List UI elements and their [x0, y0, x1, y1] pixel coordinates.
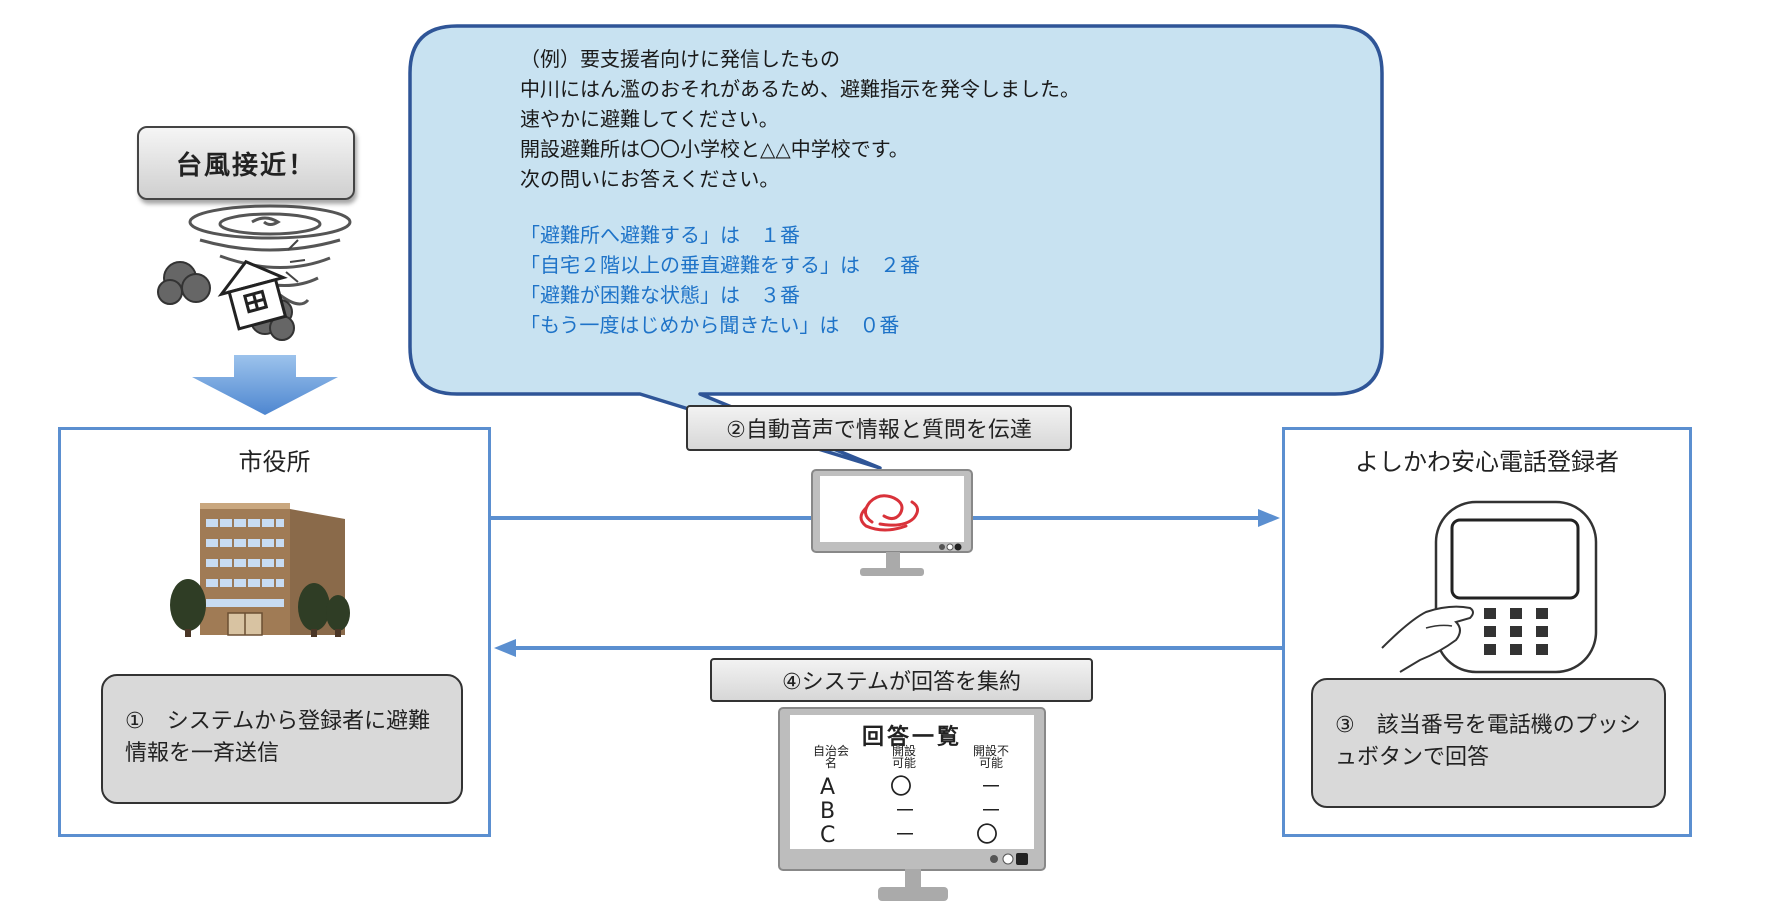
step3-note: ③ 該当番号を電話機のプッシュボタンで回答 — [1311, 678, 1666, 808]
response-cell: 〇 — [890, 775, 913, 800]
step4-text: ④システムが回答を集約 — [781, 670, 1022, 695]
registrant-title: よしかわ安心電話登録者 — [1355, 448, 1619, 476]
step2-text: ②自動音声で情報と質問を伝達 — [726, 418, 1032, 443]
bubble-option: 「避難所へ避難する」は １番 — [520, 223, 800, 247]
typhoon-label: 台風接近！ — [137, 126, 355, 200]
typhoon-label-text: 台風接近！ — [175, 150, 316, 181]
down-arrow-icon — [192, 355, 338, 415]
response-header-name: 自治会名 — [812, 744, 849, 770]
right-arrowhead-icon — [1258, 509, 1280, 527]
bubble-line: 中川にはん濫のおそれがあるため、避難指示を発令しました。 — [520, 77, 1080, 101]
response-screen: 回答一覧 自治会名 開設可能 開設不可能 A 〇 － B － － C － 〇 — [790, 715, 1034, 849]
bubble-option: 「自宅２階以上の垂直避難をする」は ２番 — [520, 253, 920, 277]
typhoon-house-icon — [157, 204, 352, 341]
response-cell: － — [894, 799, 917, 824]
response-cell: － — [894, 823, 917, 848]
response-cell: C — [820, 823, 836, 848]
left-arrowhead-icon — [494, 639, 516, 657]
response-cell: － — [980, 775, 1003, 800]
response-title: 回答一覧 — [861, 725, 962, 750]
step1-text: ① システムから登録者に避難情報を一斉送信 — [125, 709, 431, 766]
monitor-buttons-icon — [990, 853, 1028, 865]
city-hall-building-icon — [170, 503, 350, 637]
response-header-open: 開設可能 — [891, 744, 916, 770]
response-cell: A — [820, 775, 836, 800]
bubble-line: 速やかに避難してください。 — [520, 107, 779, 131]
step4-label: ④システムが回答を集約 — [710, 658, 1093, 702]
monitor-logo-icon — [811, 469, 973, 576]
response-cell: － — [980, 799, 1003, 824]
bubble-text: （例）要支援者向けに発信したもの 中川にはん濫のおそれがあるため、避難指示を発令… — [520, 44, 1080, 340]
bubble-option: 「もう一度はじめから聞きたい」は ０番 — [520, 313, 900, 337]
phone-icon — [1381, 500, 1598, 674]
response-cell: B — [820, 799, 836, 824]
response-header-closed: 開設不可能 — [972, 744, 1009, 770]
step2-label: ②自動音声で情報と質問を伝達 — [686, 405, 1072, 451]
response-monitor: 回答一覧 自治会名 開設可能 開設不可能 A 〇 － B － － C － 〇 — [778, 707, 1046, 871]
bubble-line: 開設避難所は〇〇小学校と△△中学校です。 — [520, 137, 909, 161]
bubble-line: 次の問いにお答えください。 — [520, 167, 780, 191]
step1-note: ① システムから登録者に避難情報を一斉送信 — [101, 674, 463, 804]
monitor-stand-icon — [878, 869, 948, 901]
step3-text: ③ 該当番号を電話機のプッシュボタンで回答 — [1335, 713, 1641, 770]
bubble-line: （例）要支援者向けに発信したもの — [520, 47, 840, 71]
city-hall-title: 市役所 — [238, 448, 311, 476]
response-cell: 〇 — [976, 823, 999, 848]
bubble-option: 「避難が困難な状態」は ３番 — [520, 283, 800, 307]
